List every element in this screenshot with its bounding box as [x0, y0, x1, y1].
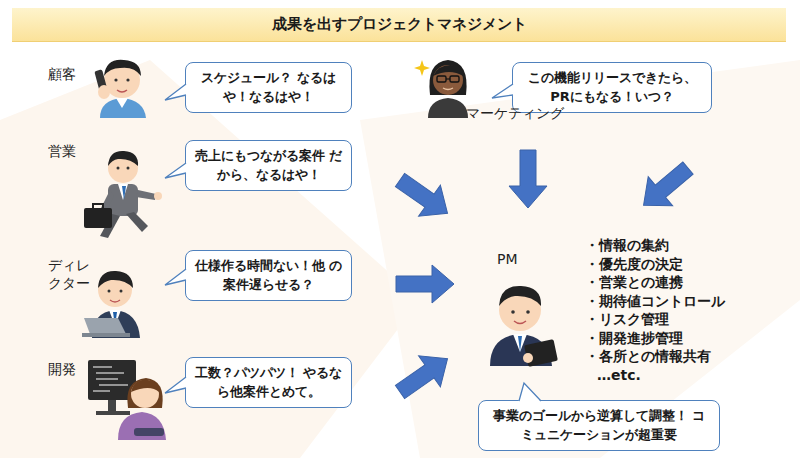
- task-item: …etc.: [597, 366, 641, 384]
- role-label: 営業: [48, 142, 76, 160]
- role-label: 開発: [48, 360, 76, 378]
- task-item: ・リスク管理: [585, 310, 669, 328]
- speech-bubble: 売上にもつながる案件 だから、なるはや！: [185, 140, 352, 191]
- speech-bubble: 事業のゴールから逆算して調整！ コミュニケーションが超重要: [478, 400, 720, 451]
- bubble-text: 事業のゴールから逆算して調整！ コミュニケーションが超重要: [487, 407, 711, 443]
- role-label: 顧客: [48, 65, 76, 83]
- task-item: ・期待値コントロール: [585, 292, 725, 310]
- task-item: ・開発進捗管理: [585, 329, 683, 347]
- bubble-text: 売上にもつながる案件 だから、なるはや！: [194, 147, 343, 183]
- task-item: ・情報の集約: [585, 236, 669, 254]
- bubble-text: 工数？パツパツ！ やるなら他案件とめて。: [194, 364, 343, 400]
- speech-bubble: 仕様作る時間ない！他 の案件遅らせる？: [185, 250, 352, 301]
- task-item: ・優先度の決定: [585, 255, 683, 273]
- title-band: 成果を出すプロジェクトマネジメント: [12, 8, 786, 42]
- speech-bubble: スケジュール？ なるはや！なるはや！: [185, 62, 352, 113]
- bubble-text: この機能リリースできたら、 PRにもなる！いつ？: [521, 69, 703, 105]
- role-label: ディレ クター: [48, 256, 94, 292]
- title-text: 成果を出すプロジェクトマネジメント: [272, 15, 527, 34]
- role-label: マーケティング: [466, 104, 564, 122]
- task-item: ・営業との連携: [585, 273, 683, 291]
- bubble-text: 仕様作る時間ない！他 の案件遅らせる？: [194, 257, 343, 293]
- speech-bubble: 工数？パツパツ！ やるなら他案件とめて。: [185, 357, 352, 408]
- task-item: ・各所との情報共有: [585, 347, 711, 365]
- role-label: PM: [497, 250, 518, 268]
- bubble-text: スケジュール？ なるはや！なるはや！: [194, 69, 343, 105]
